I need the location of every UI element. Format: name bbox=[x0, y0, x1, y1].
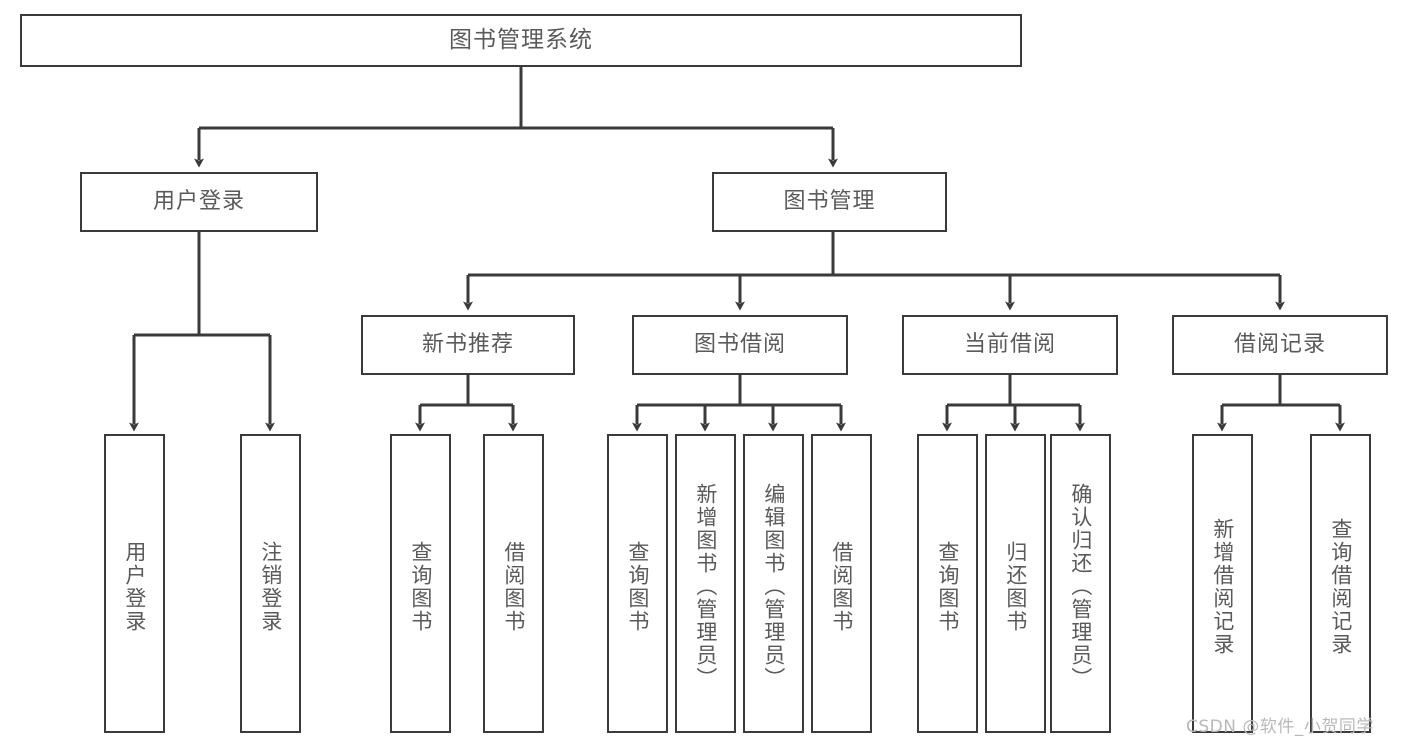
node-borrow-record-label: 借阅记录 bbox=[1233, 331, 1326, 357]
node-new-book-recommend[interactable]: 新书推荐 bbox=[361, 315, 575, 375]
leaf-user-login-logout-label: 注销登录 bbox=[258, 540, 283, 633]
node-new-book-recommend-label: 新书推荐 bbox=[421, 331, 514, 357]
leaf-user-login-login-label: 用户登录 bbox=[122, 540, 147, 633]
leaf-borrow-edit-book-label: 编辑图书（管理员） bbox=[761, 483, 786, 690]
node-user-login-label: 用户登录 bbox=[152, 188, 245, 214]
leaf-record-query-record-label: 查询借阅记录 bbox=[1328, 517, 1353, 656]
leaf-record-add-record[interactable]: 新增借阅记录 bbox=[1192, 434, 1253, 733]
leaf-current-return-book[interactable]: 归还图书 bbox=[985, 434, 1046, 733]
leaf-borrow-edit-book[interactable]: 编辑图书（管理员） bbox=[743, 434, 804, 733]
leaf-current-return-book-label: 归还图书 bbox=[1003, 540, 1028, 633]
leaf-current-query-book-label: 查询图书 bbox=[935, 540, 960, 633]
leaf-borrow-add-book-label: 新增图书（管理员） bbox=[693, 483, 718, 690]
leaf-current-query-book[interactable]: 查询图书 bbox=[917, 434, 978, 733]
leaf-record-add-record-label: 新增借阅记录 bbox=[1210, 517, 1235, 656]
leaf-recommend-borrow-book-label: 借阅图书 bbox=[501, 540, 526, 633]
node-root[interactable]: 图书管理系统 bbox=[20, 14, 1022, 67]
leaf-user-login-logout[interactable]: 注销登录 bbox=[240, 434, 301, 733]
node-book-borrow[interactable]: 图书借阅 bbox=[632, 315, 848, 375]
leaf-current-confirm-return[interactable]: 确认归还（管理员） bbox=[1050, 434, 1111, 733]
node-current-borrow-label: 当前借阅 bbox=[963, 331, 1056, 357]
leaf-borrow-add-book[interactable]: 新增图书（管理员） bbox=[675, 434, 736, 733]
node-book-management-label: 图书管理 bbox=[783, 188, 876, 214]
node-borrow-record[interactable]: 借阅记录 bbox=[1172, 315, 1388, 375]
watermark-text: CSDN @软件_小贺同学 bbox=[1186, 717, 1374, 737]
node-root-label: 图书管理系统 bbox=[449, 26, 593, 53]
leaf-borrow-query-book-label: 查询图书 bbox=[625, 540, 650, 633]
leaf-borrow-borrow-book-label: 借阅图书 bbox=[829, 540, 854, 633]
leaf-recommend-query-book-label: 查询图书 bbox=[408, 540, 433, 633]
node-current-borrow[interactable]: 当前借阅 bbox=[902, 315, 1118, 375]
leaf-user-login-login[interactable]: 用户登录 bbox=[104, 434, 165, 733]
leaf-borrow-query-book[interactable]: 查询图书 bbox=[607, 434, 668, 733]
node-book-borrow-label: 图书借阅 bbox=[693, 331, 786, 357]
node-book-management[interactable]: 图书管理 bbox=[712, 172, 947, 232]
leaf-record-query-record[interactable]: 查询借阅记录 bbox=[1310, 434, 1371, 733]
leaf-current-confirm-return-label: 确认归还（管理员） bbox=[1068, 483, 1093, 690]
leaf-recommend-borrow-book[interactable]: 借阅图书 bbox=[483, 434, 544, 733]
node-user-login[interactable]: 用户登录 bbox=[80, 172, 318, 232]
leaf-borrow-borrow-book[interactable]: 借阅图书 bbox=[811, 434, 872, 733]
leaf-recommend-query-book[interactable]: 查询图书 bbox=[390, 434, 451, 733]
